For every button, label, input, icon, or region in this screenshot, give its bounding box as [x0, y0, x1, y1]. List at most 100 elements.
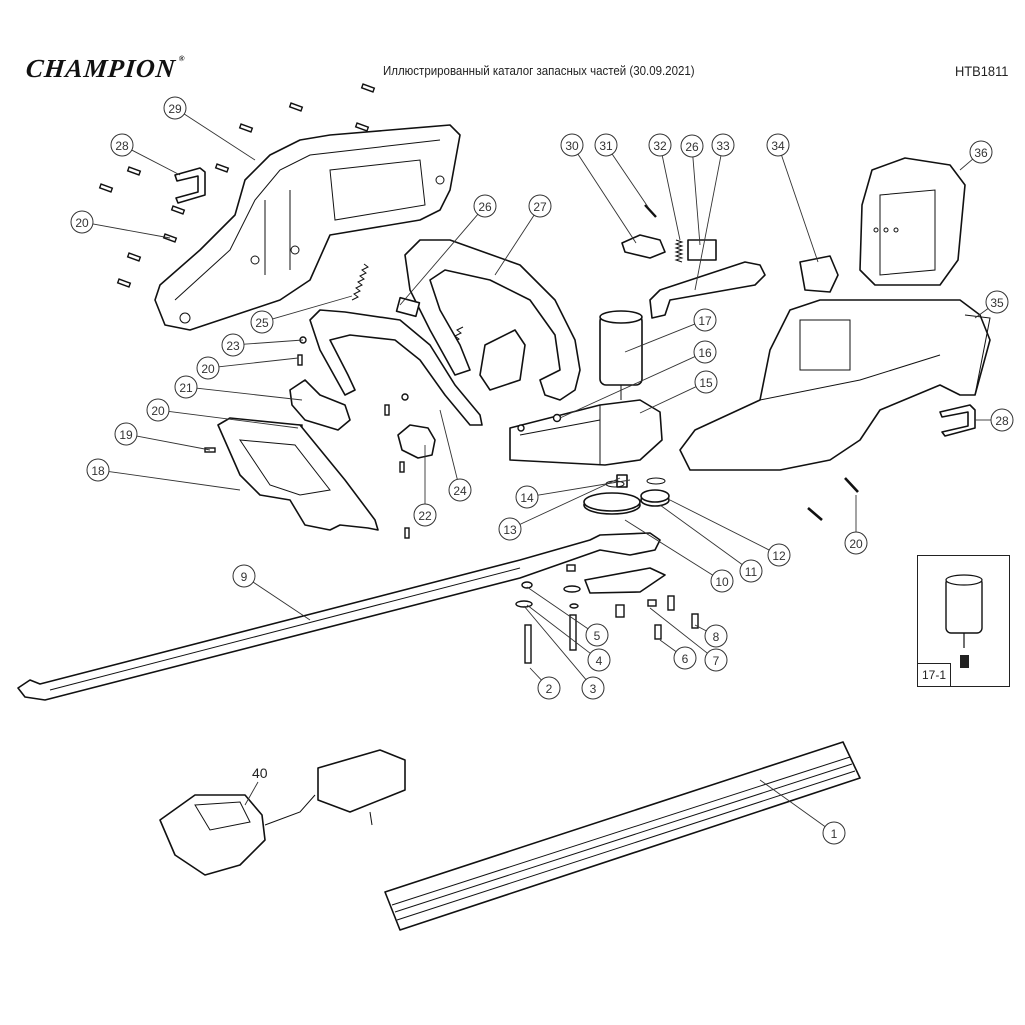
callout-handle-clamp-right: 22	[413, 445, 437, 527]
leader-line	[529, 667, 542, 681]
leader-line	[559, 356, 696, 419]
callout-number: 19	[119, 428, 133, 442]
callout-handle-clamp-left: 21	[174, 375, 303, 401]
callout-circle	[70, 210, 94, 234]
callout-micro-switch: 26	[680, 134, 704, 246]
microswitch-part	[687, 239, 717, 261]
leader-line	[526, 604, 591, 654]
callout-washer: 12	[669, 499, 791, 567]
callout-circle	[232, 564, 256, 588]
screw-part	[844, 477, 859, 493]
callout-screw: 20	[146, 398, 299, 429]
leader-line	[659, 639, 677, 652]
leader-line	[669, 499, 770, 551]
leader-line	[694, 155, 722, 291]
leader-line	[494, 214, 535, 276]
callout-pinion: 14	[515, 479, 631, 509]
callout-number: 28	[115, 139, 129, 153]
callout-circle	[766, 133, 790, 157]
callout-circle	[498, 517, 522, 541]
callout-intermediate-gear: 11	[659, 504, 763, 583]
callout-spacer-bushing: 5	[526, 586, 609, 647]
callout-circle	[110, 133, 134, 157]
callout-lock-button: 30	[560, 133, 637, 244]
leader-line	[168, 410, 299, 429]
leader-line	[523, 605, 587, 680]
callout-circle	[969, 140, 993, 164]
leader-line	[218, 357, 299, 368]
callout-number: 4	[596, 654, 603, 668]
callout-trigger-lever: 33	[694, 133, 735, 291]
callout-number: 36	[974, 146, 988, 160]
callout-number: 25	[255, 316, 269, 330]
motor-with-gear-icon	[945, 574, 983, 668]
main-housing-part	[679, 299, 991, 471]
callout-number: 11	[745, 565, 758, 579]
callout-number: 7	[713, 654, 720, 668]
callout-washer-flat: 4	[526, 604, 611, 672]
callout-circle	[587, 648, 611, 672]
callout-circle	[693, 308, 717, 332]
gearbox-part	[509, 399, 663, 466]
callout-screw: 20	[196, 356, 299, 380]
charger-part: 40	[159, 749, 406, 876]
leader-line	[252, 581, 311, 621]
leader-line	[183, 113, 256, 161]
leader-line	[399, 214, 479, 306]
callout-circle	[221, 333, 245, 357]
callout-screw: 6	[659, 639, 697, 670]
callout-number: 20	[75, 216, 89, 230]
callout-circle	[196, 356, 220, 380]
callout-number: 27	[533, 200, 547, 214]
leader-line	[624, 519, 713, 576]
callout-number: 30	[565, 139, 579, 153]
callout-number: 29	[168, 102, 182, 116]
motor-part	[599, 310, 643, 400]
callout-nut: 7	[649, 607, 728, 672]
leader-line	[661, 155, 681, 241]
page-header: CHAMPION® Иллюстрированный каталог запас…	[0, 0, 1025, 100]
callout-circle	[594, 133, 618, 157]
clamp-right-part	[397, 424, 436, 459]
callout-circle	[114, 422, 138, 446]
callout-washer-small: 3	[523, 605, 605, 700]
callout-washer: 13	[498, 477, 621, 541]
blade-hardware	[515, 564, 699, 664]
callout-pin: 31	[594, 133, 649, 208]
blade-part	[17, 532, 661, 701]
callout-screw: 20	[844, 495, 868, 555]
callout-blade-cover: 1	[759, 779, 846, 845]
callout-circle	[704, 648, 728, 672]
callout-gearbox-housing: 15	[639, 370, 718, 414]
callout-circle	[680, 134, 704, 158]
callout-number: 20	[201, 362, 215, 376]
leader-line	[196, 387, 303, 401]
leader-line	[624, 323, 695, 353]
catalog-title: Иллюстрированный каталог запасных частей…	[383, 64, 695, 78]
callout-number: 32	[653, 139, 667, 153]
callout-number: 1	[831, 827, 838, 841]
callout-number: 16	[698, 346, 712, 360]
leader-line	[439, 409, 458, 480]
callout-battery-pack: 36	[959, 140, 993, 171]
callout-hand-guard: 18	[86, 458, 241, 491]
lock-button-part	[621, 234, 666, 259]
rear-handle-part	[404, 239, 581, 401]
terminal-block-part	[799, 255, 839, 293]
callout-circle	[250, 310, 274, 334]
leader-line	[136, 435, 211, 451]
callout-circle	[585, 623, 609, 647]
callout-number: 10	[715, 575, 729, 589]
blade-cover-part	[384, 741, 861, 931]
callout-circle	[844, 531, 868, 555]
callout-number: 13	[503, 523, 517, 537]
callout-number: 9	[241, 570, 248, 584]
callout-circle	[822, 821, 846, 845]
callout-number: 14	[520, 491, 534, 505]
callout-nut: 23	[221, 333, 304, 357]
callout-spring: 32	[648, 133, 681, 241]
callout-number: 8	[713, 630, 720, 644]
nut-part	[552, 413, 562, 423]
callout-bracket: 28	[110, 133, 181, 176]
leader-line	[759, 779, 826, 827]
